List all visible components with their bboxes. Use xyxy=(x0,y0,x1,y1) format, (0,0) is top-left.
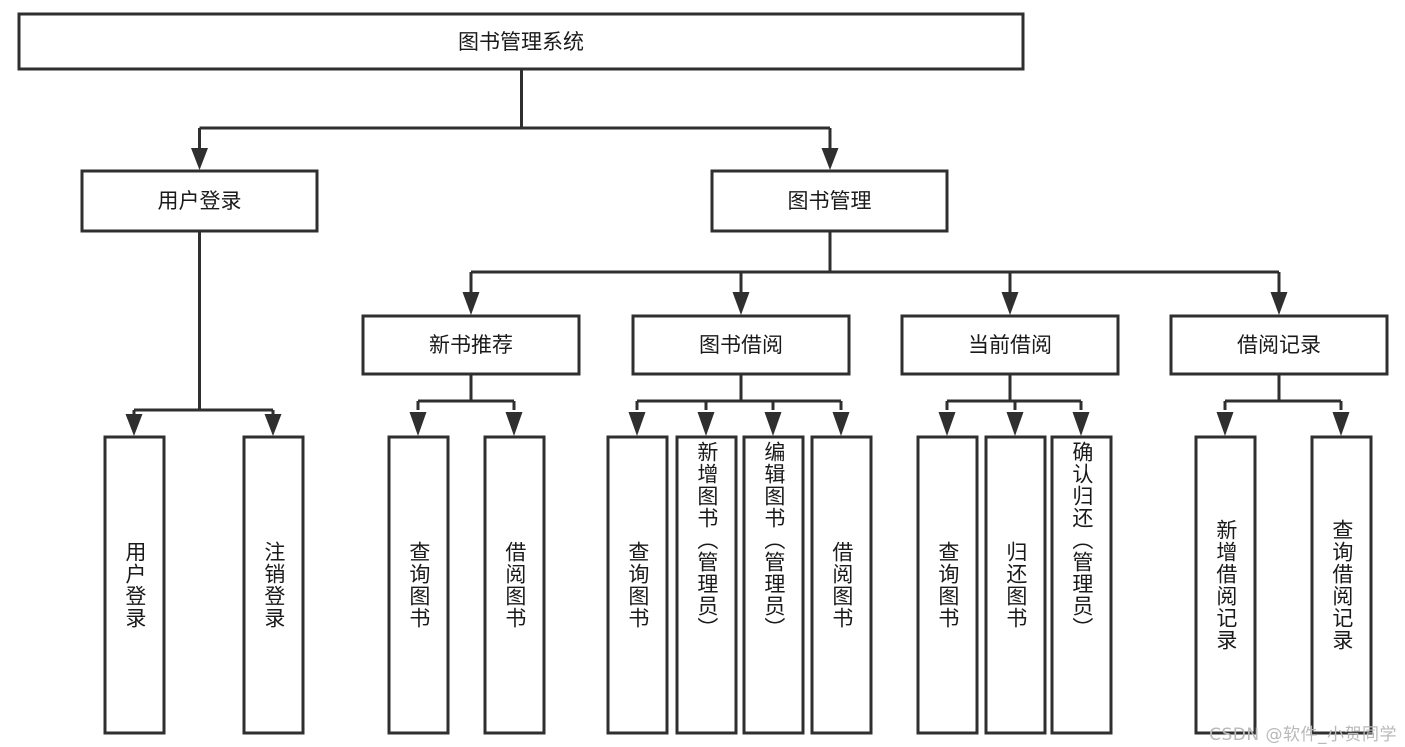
node-book-borrow-label: 图书借阅 xyxy=(699,333,783,357)
node-book-management[interactable] xyxy=(710,169,949,233)
leaf-query-book-borrow[interactable] xyxy=(606,435,669,735)
edges-book-borrow-to-leaves xyxy=(628,375,850,436)
arrow-to-leaf-query-book-b xyxy=(628,412,646,436)
leaf-query-book-recommend[interactable] xyxy=(387,435,450,735)
node-book-borrow[interactable] xyxy=(631,314,851,376)
arrow-to-leaf-user-login xyxy=(125,414,143,436)
arrow-to-new-book-recommend xyxy=(462,292,480,315)
edges-current-borrow-to-leaves xyxy=(938,375,1090,436)
edges-borrow-record-to-leaves xyxy=(1216,375,1350,436)
leaf-return-book[interactable] xyxy=(984,435,1047,735)
arrow-to-user-login xyxy=(191,148,208,170)
arrow-to-borrow-record xyxy=(1270,292,1288,315)
leaf-borrow-book-borrow[interactable] xyxy=(810,435,873,735)
arrow-to-leaf-query-book-a xyxy=(409,412,427,436)
arrow-to-leaf-query-record xyxy=(1332,412,1350,436)
node-borrow-record[interactable] xyxy=(1169,314,1389,376)
arrow-to-book-manage xyxy=(821,148,839,170)
edges-user-login-to-leaves xyxy=(125,232,282,436)
node-current-borrow-label: 当前借阅 xyxy=(968,333,1052,357)
arrow-to-current-borrow xyxy=(1001,292,1019,315)
node-new-book-recommend-label: 新书推荐 xyxy=(429,333,513,357)
leaf-query-borrow-record[interactable] xyxy=(1310,435,1373,735)
edges-root-to-level2 xyxy=(191,70,839,170)
arrow-to-leaf-return-book xyxy=(1006,412,1024,436)
arrow-to-leaf-query-book-c xyxy=(938,412,956,436)
arrow-to-leaf-add-book xyxy=(697,412,715,436)
node-book-management-label: 图书管理 xyxy=(788,189,872,213)
leaf-logout[interactable] xyxy=(242,435,305,735)
arrow-to-leaf-borrow-book-b xyxy=(832,412,850,436)
leaf-user-login[interactable] xyxy=(103,435,166,735)
node-borrow-record-label: 借阅记录 xyxy=(1237,333,1321,357)
arrow-to-leaf-borrow-book-a xyxy=(505,412,523,436)
arrow-to-leaf-add-record xyxy=(1216,412,1234,436)
leaf-confirm-return-admin[interactable] xyxy=(1050,435,1113,735)
edges-book-manage-to-level3 xyxy=(462,232,1288,315)
node-root-label: 图书管理系统 xyxy=(458,30,584,54)
arrow-to-leaf-confirm-return xyxy=(1072,412,1090,436)
node-root-book-management-system[interactable] xyxy=(17,12,1025,71)
node-current-borrow[interactable] xyxy=(900,314,1120,376)
leaf-add-borrow-record[interactable] xyxy=(1194,435,1257,735)
node-user-login[interactable] xyxy=(80,169,319,233)
leaf-edit-book-admin[interactable] xyxy=(742,435,805,735)
leaf-query-book-current[interactable] xyxy=(916,435,979,735)
edges-new-book-recommend-to-leaves xyxy=(409,375,523,436)
arrow-to-book-borrow xyxy=(732,292,750,315)
node-new-book-recommend[interactable] xyxy=(361,314,581,376)
arrow-to-leaf-edit-book xyxy=(764,412,782,436)
leaf-borrow-book-recommend[interactable] xyxy=(483,435,546,735)
node-user-login-label: 用户登录 xyxy=(158,189,242,213)
arrow-to-leaf-logout xyxy=(264,414,282,436)
leaf-add-book-admin[interactable] xyxy=(675,435,738,735)
